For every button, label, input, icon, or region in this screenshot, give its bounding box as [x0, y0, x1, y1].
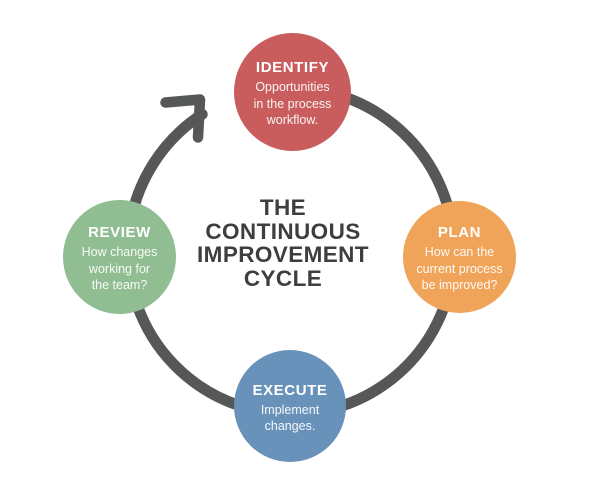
node-review-description: How changes working for the team? — [81, 245, 158, 293]
node-identify: IDENTIFY Opportunities in the process wo… — [234, 33, 351, 151]
node-plan-label: PLAN — [437, 224, 482, 242]
diagram-title: THE CONTINUOUS IMPROVEMENT CYCLE — [197, 195, 369, 291]
node-execute-description: Implement changes. — [260, 402, 320, 434]
arrowhead-icon — [160, 94, 206, 143]
node-review: REVIEW How changes working for the team? — [63, 200, 176, 314]
node-plan: PLAN How can the current process be impr… — [403, 201, 516, 313]
node-identify-label: IDENTIFY — [255, 59, 330, 77]
node-plan-description: How can the current process be improved? — [416, 245, 503, 293]
node-identify-description: Opportunities in the process workflow. — [253, 80, 332, 128]
node-execute: EXECUTE Implement changes. — [234, 350, 346, 462]
node-review-label: REVIEW — [88, 224, 151, 242]
node-execute-label: EXECUTE — [252, 381, 328, 399]
